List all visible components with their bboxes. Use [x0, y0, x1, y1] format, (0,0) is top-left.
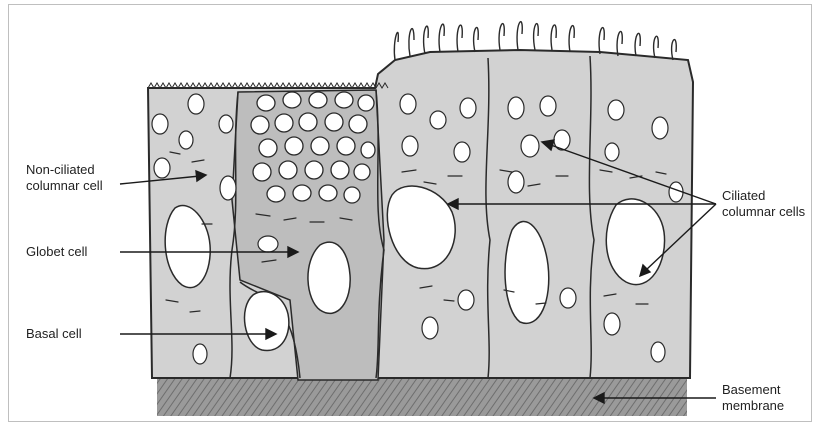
label-basement-line1: Basement	[722, 382, 781, 397]
label-basement-line2: membrane	[722, 398, 784, 413]
label-non-ciliated-line2: columnar cell	[26, 178, 103, 193]
label-basal-cell: Basal cell	[26, 326, 82, 341]
label-ciliated-line1: Ciliated	[722, 188, 765, 203]
basement-membrane	[157, 378, 687, 416]
label-globet-cell: Globet cell	[26, 244, 88, 259]
label-ciliated-line2: columnar cells	[722, 204, 806, 219]
microvilli	[148, 83, 388, 88]
label-non-ciliated-line1: Non-ciliated	[26, 162, 95, 177]
